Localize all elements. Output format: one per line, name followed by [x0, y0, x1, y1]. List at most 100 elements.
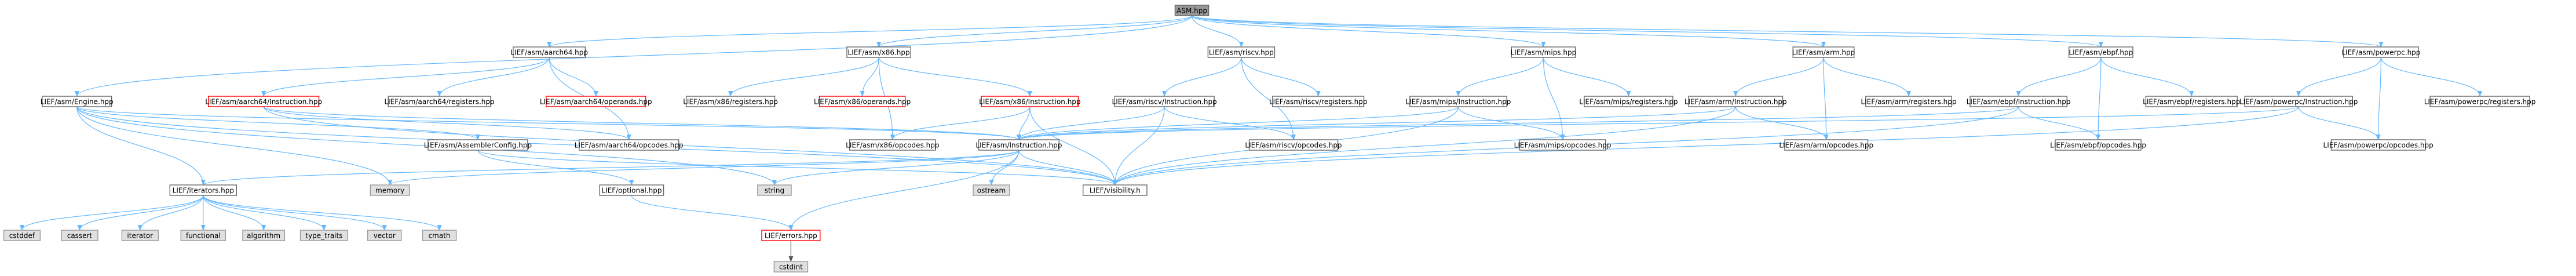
node-label: memory — [375, 187, 404, 195]
node-x86-instruction[interactable]: LIEF/asm/x86/Instruction.hpp — [979, 96, 1081, 107]
node-x86-opcodes[interactable]: LIEF/asm/x86/opcodes.hpp — [846, 139, 939, 151]
node-label: LIEF/asm/Engine.hpp — [41, 98, 114, 106]
node-ebpf-instruction[interactable]: LIEF/asm/ebpf/Instruction.hpp — [1967, 96, 2071, 107]
node-label: LIEF/asm/Instruction.hpp — [975, 141, 1062, 150]
node-arm-registers[interactable]: LIEF/asm/arm/registers.hpp — [1861, 96, 1956, 107]
edge-powerpc_hpp-to-powerpc_opcodes — [2376, 57, 2381, 140]
edge-mips_hpp-to-mips_instruction — [1456, 57, 1544, 97]
node-ebpf-hpp[interactable]: LIEF/asm/ebpf.hpp — [2068, 46, 2133, 58]
node-arm-instruction[interactable]: LIEF/asm/arm/Instruction.hpp — [1685, 96, 1787, 107]
node-box — [1865, 96, 1952, 107]
node-aarch64-opcodes[interactable]: LIEF/asm/aarch64/opcodes.hpp — [575, 139, 684, 151]
node-x86-operands[interactable]: LIEF/asm/x86/operands.hpp — [814, 96, 911, 107]
node-label: LIEF/asm/riscv/Instruction.hpp — [1112, 98, 1217, 106]
node-label: LIEF/asm/powerpc/opcodes.hpp — [2323, 141, 2434, 150]
node-box — [61, 230, 98, 241]
node-box — [513, 46, 586, 58]
edge-riscv_instruction-to-visibility_h — [1112, 106, 1165, 186]
edge-aarch64_hpp-to-aarch64_operands — [549, 57, 598, 97]
edge-aarch64_hpp-to-aarch64_registers — [437, 57, 550, 97]
node-assembler-config[interactable]: LIEF/asm/AssemblerConfig.hpp — [424, 139, 532, 151]
node-label: LIEF/asm/ebpf/opcodes.hpp — [2050, 141, 2146, 150]
node-box — [1792, 46, 1855, 58]
node-instruction-hpp[interactable]: LIEF/asm/Instruction.hpp — [975, 139, 1062, 151]
node-cstddef: cstddef — [3, 230, 41, 241]
node-box — [422, 230, 457, 241]
node-box — [1784, 139, 1869, 151]
node-box — [1272, 96, 1365, 107]
node-aarch64-operands[interactable]: LIEF/asm/aarch64/operands.hpp — [540, 96, 652, 107]
edge-engine_hpp-to-string — [76, 106, 777, 186]
node-box — [546, 96, 646, 107]
node-box — [849, 139, 936, 151]
node-mips-registers[interactable]: LIEF/asm/mips/registers.hpp — [1579, 96, 1678, 107]
node-errors-hpp[interactable]: LIEF/errors.hpp — [761, 230, 821, 241]
node-ebpf-registers[interactable]: LIEF/asm/ebpf/registers.hpp — [2143, 96, 2240, 107]
node-label: LIEF/asm/aarch64/opcodes.hpp — [575, 141, 684, 150]
edge-ebpf_hpp-to-ebpf_instruction — [2016, 57, 2102, 97]
edge-asm_hpp-to-ebpf_hpp — [1191, 15, 2103, 48]
node-cmath: cmath — [422, 230, 457, 241]
edge-iterators_hpp-to-algorithm — [203, 195, 266, 231]
node-powerpc-registers[interactable]: LIEF/asm/powerpc/registers.hpp — [2424, 96, 2536, 107]
node-label: LIEF/asm/aarch64/registers.hpp — [384, 98, 494, 106]
node-powerpc-instruction[interactable]: LIEF/asm/powerpc/Instruction.hpp — [2239, 96, 2358, 107]
node-box — [2330, 139, 2426, 151]
edge-arm_hpp-to-arm_registers — [1823, 57, 1911, 97]
node-label: cmath — [429, 232, 451, 240]
node-mips-hpp[interactable]: LIEF/asm/mips.hpp — [1511, 46, 1577, 58]
node-vector: vector — [367, 230, 402, 241]
node-label: LIEF/asm/powerpc.hpp — [2341, 49, 2420, 57]
node-box — [1248, 139, 1339, 151]
node-box — [388, 96, 491, 107]
edge-engine_hpp-to-iterators_hpp — [76, 106, 206, 186]
node-riscv-instruction[interactable]: LIEF/asm/riscv/Instruction.hpp — [1112, 96, 1217, 107]
node-iterators-hpp[interactable]: LIEF/iterators.hpp — [169, 184, 237, 196]
node-ostream: ostream — [973, 184, 1010, 196]
node-optional-hpp[interactable]: LIEF/optional.hpp — [599, 184, 664, 196]
node-powerpc-hpp[interactable]: LIEF/asm/powerpc.hpp — [2341, 46, 2420, 58]
node-cstdint: cstdint — [773, 261, 809, 273]
node-box — [242, 230, 286, 241]
node-riscv-hpp[interactable]: LIEF/asm/riscv.hpp — [1207, 46, 1276, 58]
node-arm-hpp[interactable]: LIEF/asm/arm.hpp — [1792, 46, 1855, 58]
node-arm-opcodes[interactable]: LIEF/asm/arm/opcodes.hpp — [1779, 139, 1873, 151]
node-box — [1688, 96, 1784, 107]
edge-riscv_hpp-to-riscv_opcodes — [1241, 57, 1296, 140]
node-aarch64-registers[interactable]: LIEF/asm/aarch64/registers.hpp — [384, 96, 495, 107]
node-aarch64-instruction[interactable]: LIEF/asm/aarch64/Instruction.hpp — [205, 96, 322, 107]
edge-riscv_instruction-to-instruction_hpp — [1016, 106, 1165, 140]
node-string: string — [757, 184, 792, 196]
edge-optional_hpp-to-errors_hpp — [631, 195, 794, 231]
node-engine-hpp[interactable]: LIEF/asm/Engine.hpp — [41, 96, 114, 107]
edge-arm_hpp-to-arm_opcodes — [1823, 57, 1829, 140]
node-asm-hpp[interactable]: ASM.hpp — [1174, 5, 1210, 16]
node-label: ASM.hpp — [1176, 7, 1207, 15]
node-box — [121, 230, 159, 241]
node-algorithm: algorithm — [242, 230, 286, 241]
node-aarch64-hpp[interactable]: LIEF/asm/aarch64.hpp — [510, 46, 588, 58]
edge-arm_instruction-to-visibility_h — [1112, 106, 1736, 186]
edge-powerpc_instruction-to-visibility_h — [1113, 106, 2299, 186]
edge-instruction_hpp-to-iterators_hpp — [201, 150, 1020, 186]
node-iterator: iterator — [121, 230, 159, 241]
edge-iterators_hpp-to-cassert — [77, 195, 204, 231]
edge-asm_hpp-to-mips_hpp — [1191, 15, 1546, 48]
node-riscv-registers[interactable]: LIEF/asm/riscv/registers.hpp — [1269, 96, 1368, 107]
node-x86-registers[interactable]: LIEF/asm/x86/registers.hpp — [683, 96, 778, 107]
node-riscv-opcodes[interactable]: LIEF/asm/riscv/opcodes.hpp — [1245, 139, 1342, 151]
node-mips-opcodes[interactable]: LIEF/asm/mips/opcodes.hpp — [1514, 139, 1612, 151]
node-box — [819, 96, 906, 107]
node-ebpf-opcodes[interactable]: LIEF/asm/ebpf/opcodes.hpp — [2050, 139, 2146, 151]
node-x86-hpp[interactable]: LIEF/asm/x86.hpp — [846, 46, 911, 58]
edge-x86_instruction-to-visibility_h — [1029, 106, 1117, 186]
edge-powerpc_instruction-to-instruction_hpp — [1017, 106, 2299, 140]
node-box — [846, 46, 911, 58]
node-label: LIEF/asm/ebpf.hpp — [2069, 49, 2133, 57]
edge-arm_hpp-to-arm_instruction — [1733, 57, 1824, 97]
node-visibility-h[interactable]: LIEF/visibility.h — [1082, 184, 1148, 196]
node-mips-instruction[interactable]: LIEF/asm/mips/Instruction.hpp — [1405, 96, 1511, 107]
node-powerpc-opcodes[interactable]: LIEF/asm/powerpc/opcodes.hpp — [2323, 139, 2434, 151]
node-box — [981, 96, 1079, 107]
node-box — [370, 184, 410, 196]
